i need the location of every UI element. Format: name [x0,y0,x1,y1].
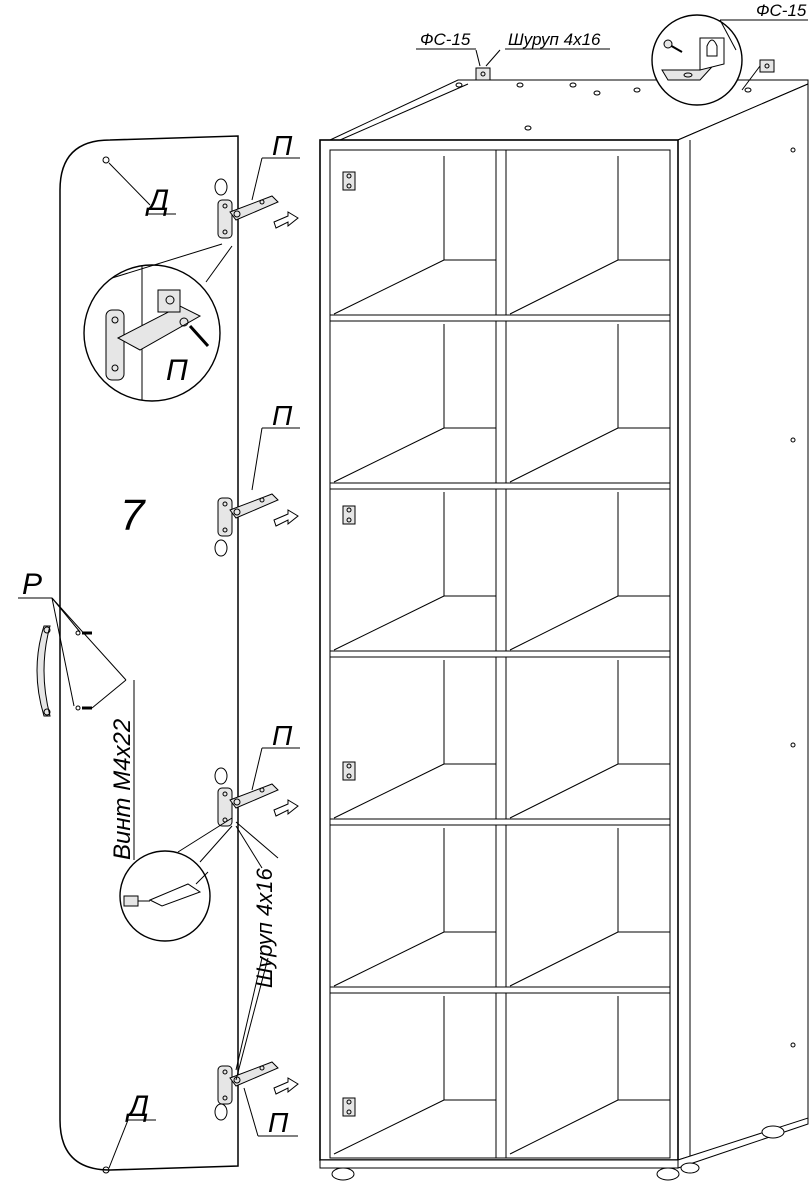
compartment [333,996,496,1155]
hinge-icon [217,783,279,827]
hinge-icon [217,195,279,239]
bracket-label-right: ФС-15 [756,1,807,20]
compartment [333,828,496,987]
hinge-label: П [268,1107,289,1138]
compartment [509,996,670,1155]
handle-label: Р [22,568,42,601]
cabinet [319,79,809,1181]
handle-icon [36,625,51,717]
top-bracket-left [475,49,501,81]
hinge-icon [217,493,279,537]
door-pin-label-bottom: Д [125,1090,149,1123]
hinge-detail-label: П [166,354,188,387]
shelf [329,314,671,322]
bracket-detail-circle [651,14,743,106]
hinge-mount-plate [342,1097,356,1117]
panel-number: 7 [120,491,146,540]
compartment [333,156,496,315]
hinge-icon [217,1061,279,1105]
compartment [333,324,496,483]
top-bracket-right [741,59,775,91]
hinge-label: П [272,130,293,161]
hinge-detail-circle [83,264,221,402]
hinge-mount-plate [342,505,356,525]
shelf [329,650,671,658]
arrow-icon [273,1077,299,1095]
compartment [333,660,496,819]
hinge-mount-plate [342,761,356,781]
compartment [509,324,670,483]
shelf [329,482,671,490]
handle-screw-label: Винт М4х22 [109,719,136,860]
arrow-icon [273,799,299,817]
door-pin-hole [102,1166,110,1174]
bracket-label-left: ФС-15 [420,30,471,49]
compartment [333,492,496,651]
screw-label-top: Шуруп 4х16 [508,30,601,49]
compartment [509,660,670,819]
hinges [217,195,299,1105]
hinge-mount-plate [342,171,356,191]
foot [761,1125,785,1139]
screw-icon [663,39,683,53]
door-pin-label-top: Д [145,184,169,217]
screw-label-side: Шуруп 4х16 [252,868,277,988]
shelf [329,986,671,994]
foot [656,1167,680,1181]
screw-detail-circle [119,850,211,942]
cabinet-side [677,83,809,1161]
foot [331,1167,355,1181]
door-pin-hole [102,156,110,164]
shelf [329,818,671,826]
compartment [509,156,670,315]
screw-icon [123,895,150,907]
foot [680,1162,700,1174]
compartment [509,828,670,987]
compartment [509,492,670,651]
screwdriver-icon [148,871,209,907]
compartments [329,156,671,1155]
hinge-label: П [272,720,293,751]
arrow-icon [273,211,299,229]
hinge-label: П [272,400,293,431]
arrow-icon [273,509,299,527]
